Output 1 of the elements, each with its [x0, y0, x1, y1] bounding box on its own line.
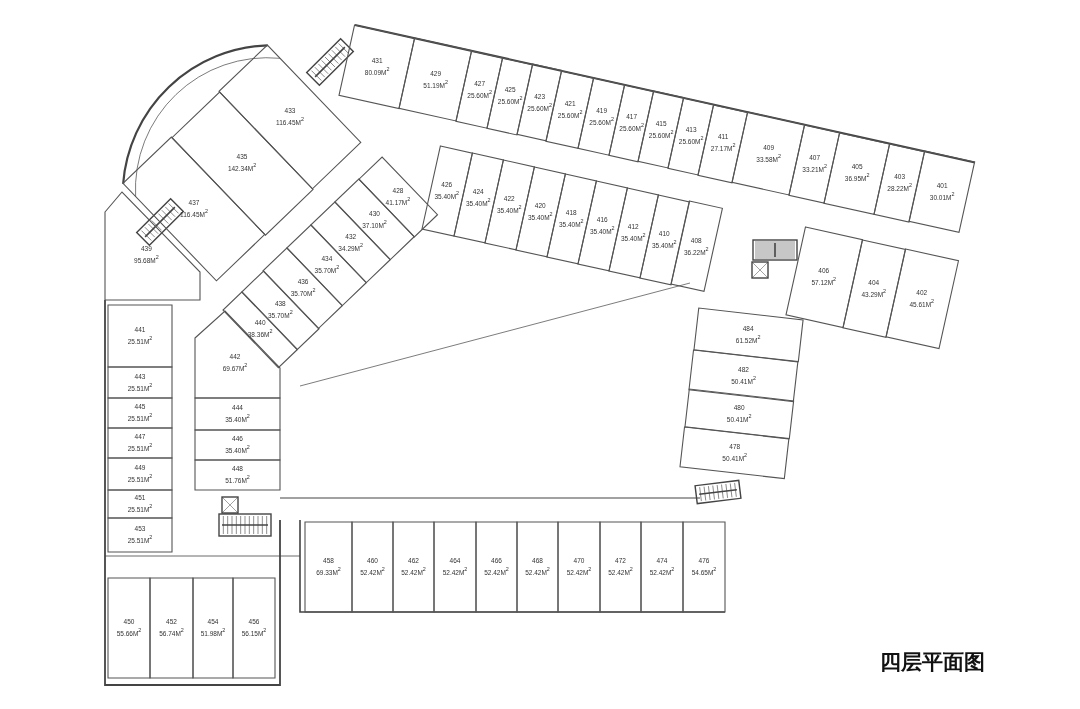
plan-title: 四层平面图	[880, 649, 985, 675]
